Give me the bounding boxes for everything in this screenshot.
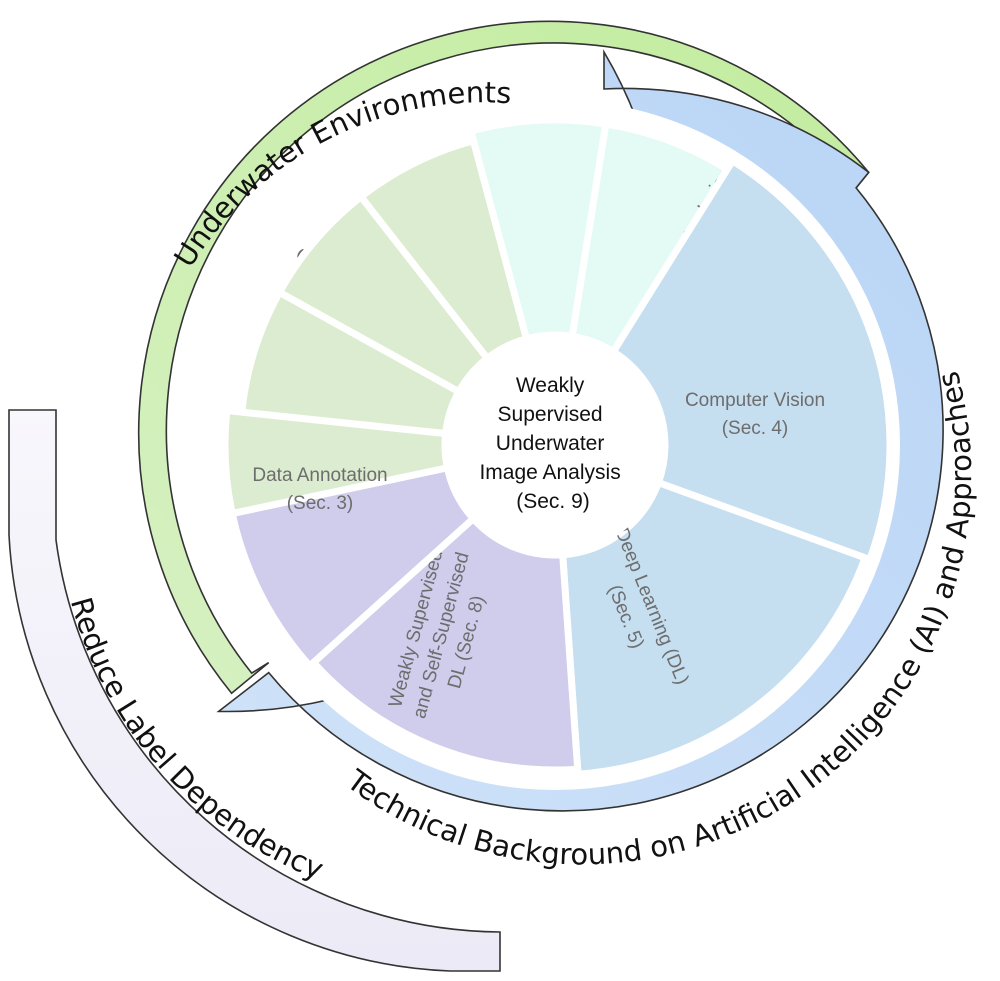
center-circle [445,335,665,555]
center-line-3: Underwater [496,432,605,455]
center-line-5: (Sec. 9) [516,490,590,513]
segment-label-line: (Sec. 3) [287,493,354,514]
center-line-2: Supervised [498,403,603,426]
segment-label-data-annotation: Data Annotation (Sec. 3) [252,465,387,514]
segment-label-line: Data Annotation [252,465,387,486]
segment-label-line: Computer Vision [685,390,825,411]
segment-label-line: (Sec. 4) [722,418,789,439]
center-label: Weakly Supervised Underwater Image Analy… [479,374,626,513]
center-line-1: Weakly [516,374,585,397]
center-line-4: Image Analysis [479,461,620,484]
ring-band-reduce-label-dependency [8,409,501,972]
segment-label-computer-vision: Computer Vision (Sec. 4) [685,390,825,439]
